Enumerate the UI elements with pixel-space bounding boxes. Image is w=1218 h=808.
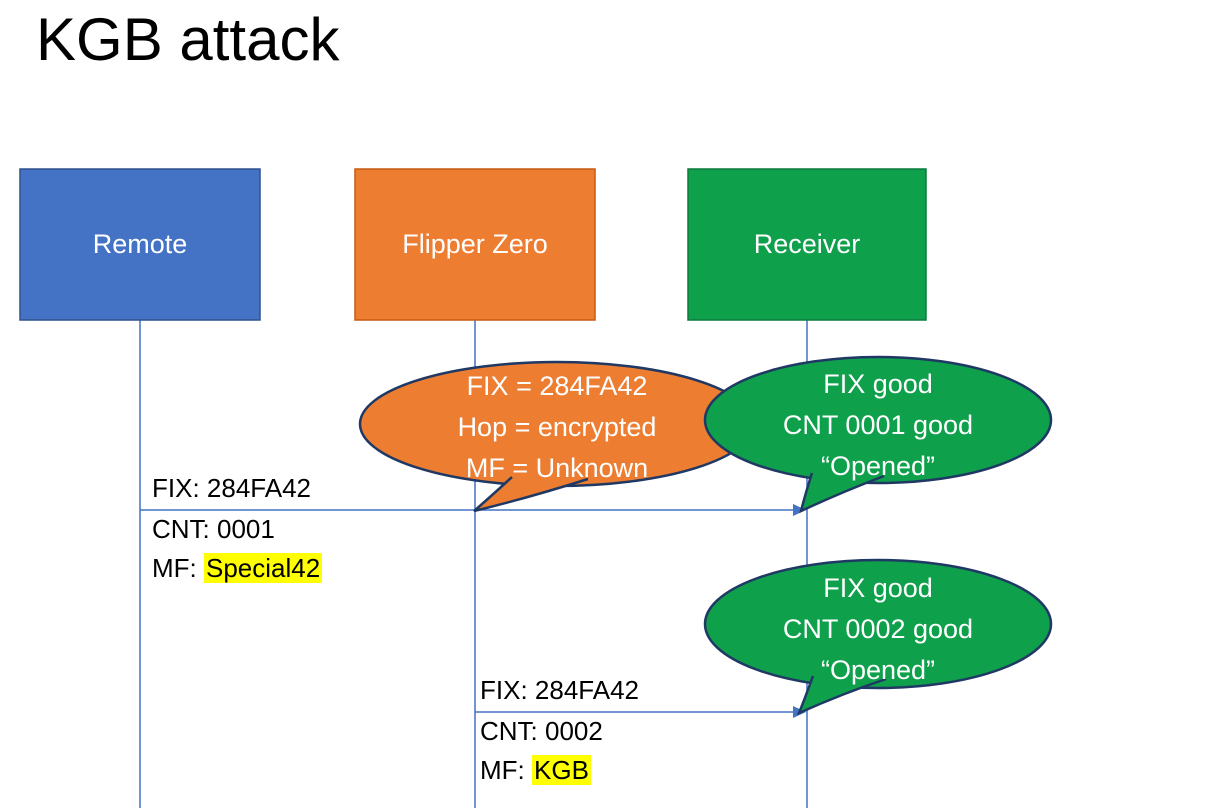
message-1-cnt-label: CNT: 0001 (152, 514, 275, 544)
callout-line: FIX good (823, 573, 933, 603)
message-2-mf-highlight: KGB (532, 755, 591, 785)
callout-text-flipper-analysis: FIX = 284FA42 Hop = encrypted MF = Unkno… (367, 366, 747, 489)
message-2-mf-prefix: MF: (480, 755, 532, 785)
message-2-cnt-label: CNT: 0002 (480, 716, 603, 746)
callout-line: FIX = 284FA42 (466, 371, 648, 401)
callout-line: “Opened” (820, 655, 936, 685)
actor-label-flipper-zero: Flipper Zero (402, 229, 548, 259)
message-2-mf-label: MF: KGB (480, 755, 591, 786)
callout-bubble-receiver-2 (703, 558, 1053, 690)
callout-line: Hop = encrypted (457, 412, 657, 442)
callout-tail-receiver-2 (796, 675, 887, 716)
actor-label-receiver: Receiver (753, 229, 861, 259)
message-1-mf-prefix: MF: (152, 553, 204, 583)
callout-bubble-receiver-1 (703, 355, 1053, 485)
actor-box-receiver (687, 168, 927, 321)
message-1-mf-highlight: Special42 (204, 553, 323, 583)
message-1-fix-label: FIX: 284FA42 (152, 473, 311, 503)
callout-text-receiver-2: FIX good CNT 0002 good “Opened” (707, 568, 1049, 691)
callout-line: FIX good (823, 369, 933, 399)
callout-line: MF = Unknown (465, 453, 649, 483)
callout-text-receiver-1: FIX good CNT 0001 good “Opened” (707, 364, 1049, 487)
message-1-mf-label: MF: Special42 (152, 553, 323, 584)
callout-line: “Opened” (820, 451, 936, 481)
slide-title: KGB attack (36, 6, 340, 73)
callout-tail-flipper-analysis (473, 476, 589, 513)
callout-line: CNT 0001 good (782, 410, 974, 440)
actor-box-remote (19, 168, 261, 321)
message-arrow-1-head (793, 504, 806, 516)
callout-line: CNT 0002 good (782, 614, 974, 644)
actor-box-flipper-zero (354, 168, 596, 321)
callout-tail-receiver-1 (799, 472, 885, 514)
message-2-fix-label: FIX: 284FA42 (480, 675, 639, 705)
actor-label-remote: Remote (92, 229, 188, 259)
